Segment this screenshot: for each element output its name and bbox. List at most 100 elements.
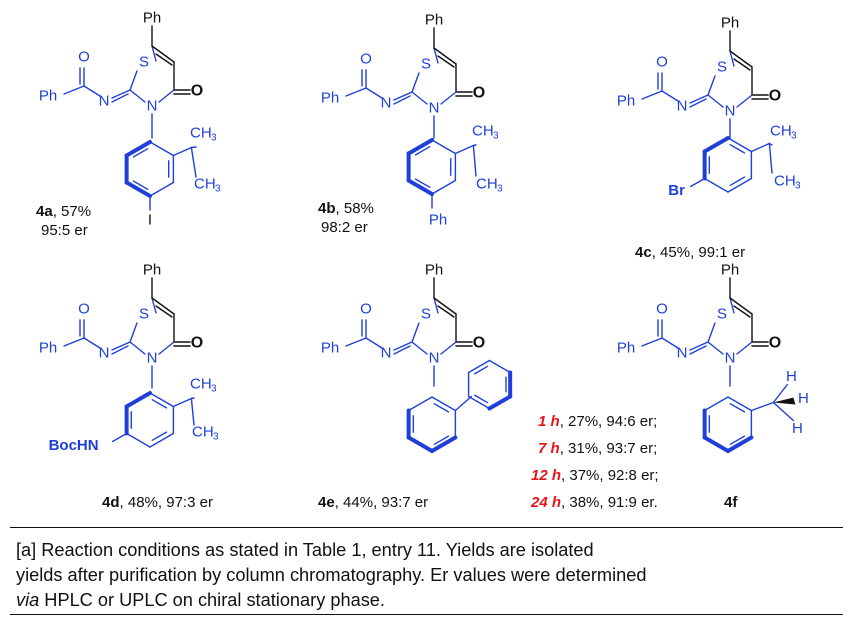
time-row-1h: 1 h, 27%, 94:6 er; <box>538 413 658 430</box>
ch3-label: CH <box>476 176 498 193</box>
bond-n3-c2 <box>129 89 146 103</box>
bond-cb-ph <box>641 90 663 100</box>
bond-n-cb <box>365 87 383 99</box>
s-label: S <box>421 306 431 323</box>
ob-label: O <box>360 301 372 318</box>
label-4e: 4e <box>318 494 335 511</box>
ring-4e-phenyl-inner-bond <box>474 365 489 375</box>
bond-s-c2 <box>129 322 138 343</box>
bochn-label: BocHN <box>49 437 99 454</box>
ring-4a-bond <box>149 141 175 157</box>
ring-4b-bond <box>406 138 434 156</box>
bond-aryl-ch3 <box>750 401 775 412</box>
n3-label: N <box>725 350 736 367</box>
subscript-three: 3 <box>791 131 797 142</box>
er-4b: 98:2 er <box>321 219 368 236</box>
ring-4d-bond <box>125 432 151 448</box>
s-label: S <box>421 56 431 73</box>
ring-4f-bond <box>702 435 730 453</box>
bond-aryl-ipr <box>172 146 193 157</box>
ring-4b-bond <box>431 139 457 155</box>
bond-c6-c5-double <box>733 58 751 71</box>
bond-c-h <box>772 383 789 404</box>
bond-cb-ph <box>641 337 663 347</box>
footnote-line-2: yields after purification by column chro… <box>16 565 647 585</box>
ring-4e-bond <box>431 396 457 412</box>
bond-s-c2 <box>411 72 420 93</box>
bond-cb-ph <box>63 337 85 347</box>
time-1h: 1 h <box>538 413 560 430</box>
caption-4a: 4a, 57% <box>36 203 92 220</box>
time-row-24h: 24 h, 38%, 91:9 er. <box>531 494 658 511</box>
bond-c6-s <box>433 47 439 64</box>
ring-4f-bond <box>727 396 753 412</box>
bond-c6-c5 <box>729 50 753 68</box>
bond-aryl-br <box>689 177 706 188</box>
er-4d: 97:3 er <box>166 494 213 511</box>
ph-benzoyl-label: Ph <box>617 93 635 110</box>
subscript-three: 3 <box>211 384 217 395</box>
footnote: [a] Reaction conditions as stated in Tab… <box>16 538 840 613</box>
yield-4a: 57% <box>61 203 92 220</box>
bond-c6-c5-double <box>733 305 751 318</box>
ring-4c-bond <box>727 137 753 153</box>
bond-n3-c2 <box>411 91 428 105</box>
n-imine-label: N <box>677 345 688 362</box>
ph-benzoyl-label: Ph <box>617 340 635 357</box>
time-row-12h: 12 h, 37%, 92:8 er; <box>531 467 659 484</box>
ring-4f-bond <box>703 396 729 412</box>
bond-aryl-nh <box>111 432 128 443</box>
n-imine-label: N <box>381 95 392 112</box>
ring-4d-bond <box>124 391 152 409</box>
ring-4d-inner-bond <box>151 431 168 442</box>
ring-4c-bond <box>703 177 729 193</box>
ob-label: O <box>78 49 90 66</box>
subscript-three: 3 <box>215 184 221 195</box>
h-label: H <box>786 368 797 385</box>
ring-4e-phenyl-inner-bond <box>474 394 489 404</box>
bond-c4-n3 <box>158 341 175 355</box>
bond-c2-n <box>111 341 131 351</box>
subscript-three: 3 <box>211 133 217 144</box>
n-imine-label: N <box>677 98 688 115</box>
subscript-three: 3 <box>497 184 503 195</box>
caption-4e: 4e, 44%, 93:7 er <box>318 494 429 511</box>
bond-c6-c5 <box>433 47 457 65</box>
bond-aryl-ipr <box>172 397 193 408</box>
label-4c: 4c <box>635 244 652 261</box>
h-label: H <box>792 420 803 437</box>
bromine-label: Br <box>668 182 685 199</box>
time-7h: 7 h <box>538 440 560 457</box>
bond-c2-n-double <box>689 345 707 355</box>
footnote-line-1: [a] Reaction conditions as stated in Tab… <box>16 540 594 560</box>
bond-c2-n-double <box>393 95 411 105</box>
bond-c6-c5-double <box>437 305 455 318</box>
ring-4c-bond <box>727 177 753 193</box>
subscript-three: 3 <box>213 432 219 443</box>
bond-ipr-ch3 <box>190 146 197 149</box>
caption-4c: 4c, 45%, 99:1 er <box>635 244 746 261</box>
ring-4d-bond <box>149 432 175 448</box>
er-4a: 95:5 er <box>41 222 88 239</box>
n3-label: N <box>147 350 158 367</box>
ring-4d-inner-bond <box>151 398 168 409</box>
ring-4b-bond <box>406 178 434 196</box>
n3-label: N <box>147 98 158 115</box>
ch3-label: CH <box>194 176 216 193</box>
ch3-label: CH <box>770 123 792 140</box>
ring-4e-phenyl-bond <box>488 359 511 374</box>
bond-c6-s <box>729 297 735 314</box>
bond-n3-c2 <box>129 341 146 355</box>
o4-label: O <box>769 88 781 105</box>
ph-benzoyl-label: Ph <box>321 90 339 107</box>
h-label: H <box>798 390 809 407</box>
footnote-rule-top <box>10 527 843 528</box>
n3-label: N <box>429 350 440 367</box>
ph-benzoyl-label: Ph <box>39 88 57 105</box>
ch3-label: CH <box>192 424 214 441</box>
bond-c6-c5-double <box>437 55 455 68</box>
s-label: S <box>139 306 149 323</box>
bond-ipr-ch3 <box>768 142 773 174</box>
bond-c6-s <box>151 45 157 62</box>
